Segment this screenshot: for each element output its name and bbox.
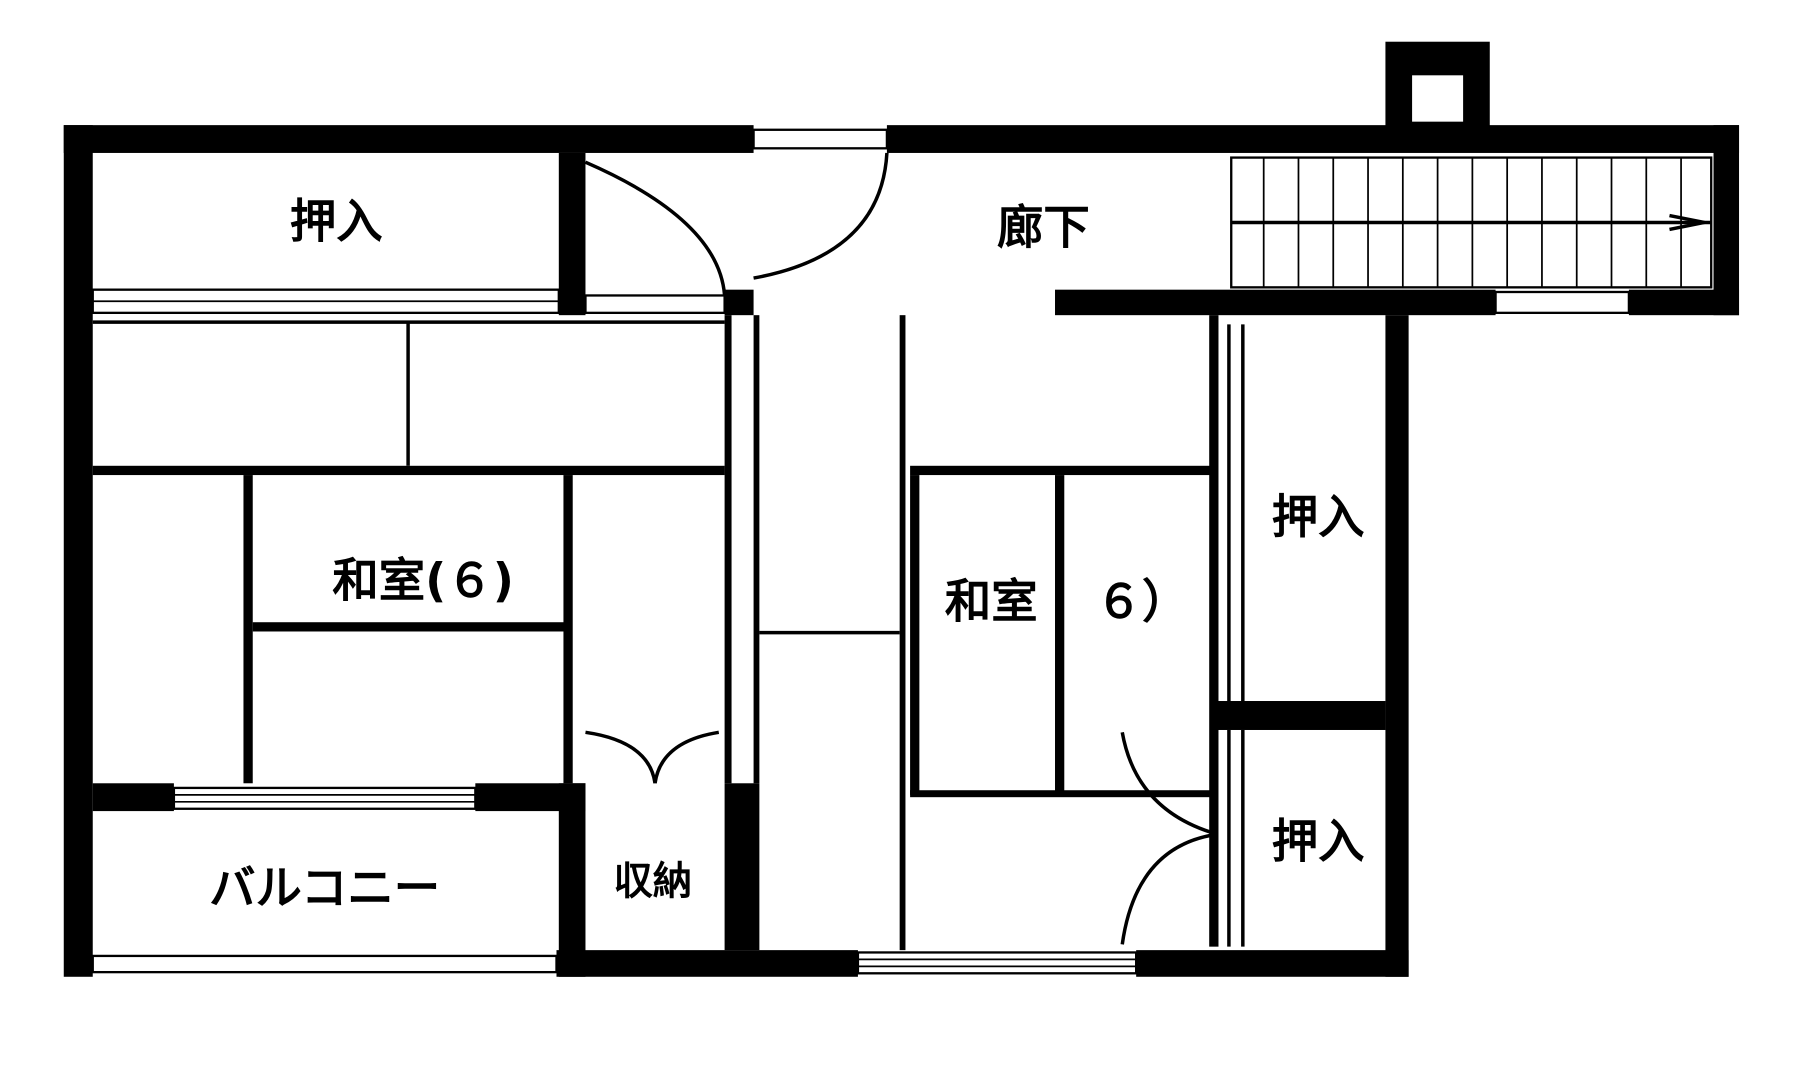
- room-label-balcony: バルコニー: [209, 861, 440, 915]
- room-label-washitsu-right-size: ６）: [1096, 575, 1189, 629]
- room-label-closet-right-lower: 押入: [1272, 814, 1365, 868]
- room-label-closet-right-upper: 押入: [1272, 490, 1365, 544]
- sliding-doors: [91, 128, 1631, 975]
- room-label-washitsu-left: 和室(６): [332, 554, 514, 608]
- room-label-washitsu-right: 和室: [945, 575, 1038, 629]
- room-label-closet-top-left: 押入: [290, 195, 383, 249]
- staircase: [1230, 156, 1713, 289]
- walls: [63, 125, 1740, 977]
- door-swings: [584, 152, 1218, 945]
- chimney: [1385, 41, 1490, 128]
- tatami-lines: [92, 320, 1245, 947]
- room-label-hallway: 廊下: [997, 200, 1090, 254]
- room-label-storage: 収納: [613, 859, 692, 905]
